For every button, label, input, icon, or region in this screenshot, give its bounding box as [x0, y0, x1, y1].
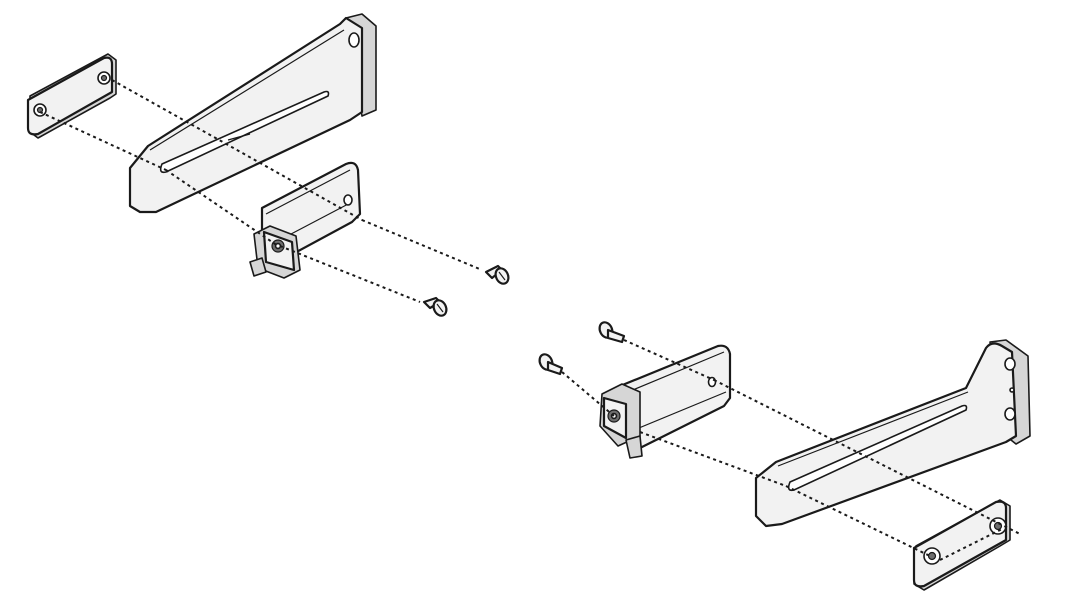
lower-end-plate — [912, 499, 1011, 591]
upper-screw-2 — [422, 296, 448, 317]
upper-screw-1 — [484, 264, 510, 285]
upper-end-plate — [26, 53, 117, 139]
upper-guide-line-2 — [39, 111, 279, 247]
lower-long-bracket — [754, 339, 1031, 528]
lower-slide-bracket — [599, 344, 732, 459]
lower-screw-2 — [538, 353, 564, 376]
lower-right-assembly — [538, 321, 1031, 591]
upper-left-assembly — [26, 13, 510, 317]
upper-long-bracket — [128, 13, 377, 214]
lower-guide-line-2 — [561, 371, 931, 557]
upper-guide-line-3 — [279, 245, 421, 303]
lower-guide-line-3 — [939, 527, 1005, 561]
upper-slide-bracket — [249, 161, 362, 279]
lower-guide-line-1 — [623, 339, 1021, 535]
lower-screw-1 — [598, 321, 626, 344]
upper-guide-line-1 — [111, 79, 483, 271]
